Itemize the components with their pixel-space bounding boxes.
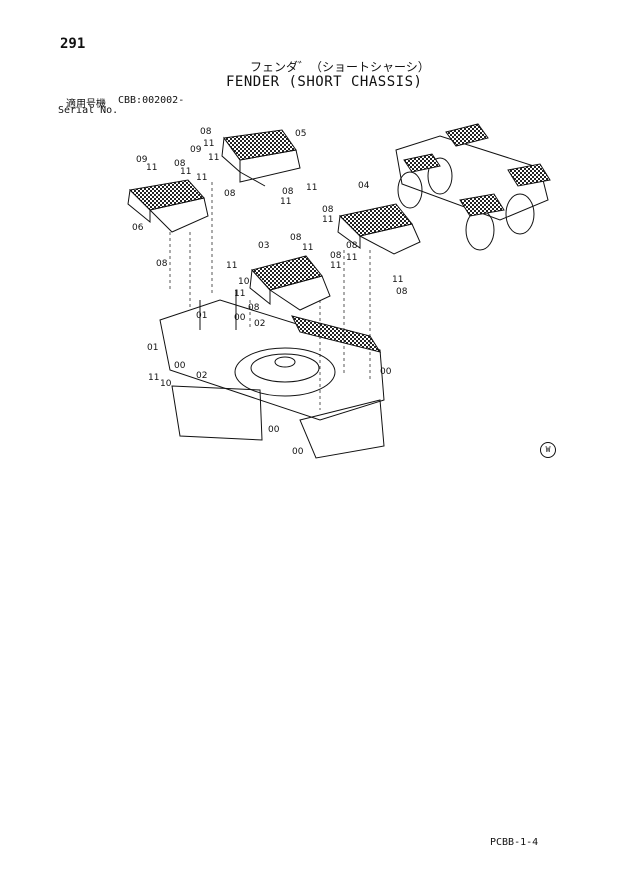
callout-08-a: 08 bbox=[200, 127, 212, 137]
callout-08-f: 08 bbox=[290, 233, 302, 243]
fender-04[interactable] bbox=[337, 203, 421, 255]
callout-04: 04 bbox=[358, 181, 370, 191]
callout-03: 03 bbox=[258, 241, 269, 251]
callout-00-c: 00 bbox=[380, 367, 392, 377]
callout-08-e: 08 bbox=[156, 259, 168, 269]
machine-inset-view bbox=[395, 123, 551, 251]
callout-11-l: 11 bbox=[392, 275, 403, 285]
callout-08-h: 08 bbox=[330, 251, 342, 261]
callout-08-d: 08 bbox=[282, 187, 294, 197]
callout-08-b: 08 bbox=[174, 159, 186, 169]
callout-00-e: 00 bbox=[292, 447, 304, 457]
leader-lines bbox=[169, 182, 371, 410]
serial-label-japanese: 適用号機 bbox=[66, 99, 106, 110]
callout-10-b: 10 bbox=[160, 379, 172, 389]
callout-00-d: 00 bbox=[268, 425, 280, 435]
callout-11-a: 11 bbox=[203, 139, 214, 149]
callout-06: 06 bbox=[132, 223, 144, 233]
callout-08-j: 08 bbox=[396, 287, 408, 297]
callout-02-right: 02 bbox=[254, 319, 265, 329]
callout-08-g: 08 bbox=[322, 205, 334, 215]
callout-11-d: 11 bbox=[208, 153, 219, 163]
footer-code: PCBB-1-4 bbox=[490, 837, 539, 848]
callout-11-c: 11 bbox=[180, 167, 191, 177]
callout-labels: 05 04 03 06 01 01 02 02 00 00 00 00 00 0… bbox=[132, 127, 408, 457]
fender-03[interactable] bbox=[249, 255, 331, 311]
fender-05[interactable] bbox=[221, 129, 301, 187]
callout-11-h: 11 bbox=[322, 215, 333, 225]
callout-11-o: 11 bbox=[148, 373, 159, 383]
callout-08-i: 08 bbox=[346, 241, 358, 251]
callout-10-a: 10 bbox=[238, 277, 250, 287]
callout-11-k: 11 bbox=[346, 253, 357, 263]
serial-label-english: Serial No. bbox=[58, 105, 119, 116]
serial-code: CBB:002002- bbox=[118, 95, 185, 106]
callout-11-g: 11 bbox=[280, 197, 291, 207]
callout-08-k: 08 bbox=[248, 303, 260, 313]
title-japanese: フェンダ゛（ショートシャーシ） bbox=[250, 60, 430, 74]
callout-08-c: 08 bbox=[224, 189, 236, 199]
title-english: FENDER (SHORT CHASSIS) bbox=[226, 74, 423, 90]
callout-09-b: 09 bbox=[190, 145, 202, 155]
callout-11-f: 11 bbox=[306, 183, 317, 193]
callout-01-left: 01 bbox=[147, 343, 158, 353]
fender-06[interactable] bbox=[127, 179, 209, 233]
callout-11-m: 11 bbox=[226, 261, 237, 271]
callout-11-i: 11 bbox=[302, 243, 313, 253]
callout-01-top: 01 bbox=[196, 311, 207, 321]
callout-00-a: 00 bbox=[234, 313, 246, 323]
callout-11-e: 11 bbox=[196, 173, 207, 183]
callout-11-b: 11 bbox=[146, 163, 157, 173]
callout-00-b: 00 bbox=[174, 361, 186, 371]
callout-02-bottom: 02 bbox=[196, 371, 207, 381]
callout-11-j: 11 bbox=[330, 261, 341, 271]
watermark-symbol: W bbox=[540, 442, 556, 458]
chassis-frame bbox=[159, 290, 385, 459]
callout-05: 05 bbox=[295, 129, 306, 139]
page-number: 291 bbox=[60, 36, 86, 52]
callout-11-n: 11 bbox=[234, 289, 245, 299]
callout-09-a: 09 bbox=[136, 155, 148, 165]
